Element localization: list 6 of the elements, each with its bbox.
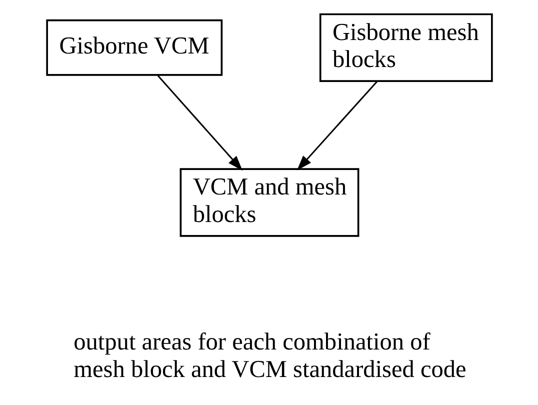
node-box: Gisborne mesh blocks: [318, 13, 492, 82]
label: output areas for each combination of mesh block and VCM standardised code: [73, 328, 466, 383]
arrow: [156, 75, 242, 171]
arrow: [296, 80, 378, 171]
node-box: VCM and mesh blocks: [179, 168, 359, 237]
node-box: Gisborne VCM: [46, 19, 222, 76]
